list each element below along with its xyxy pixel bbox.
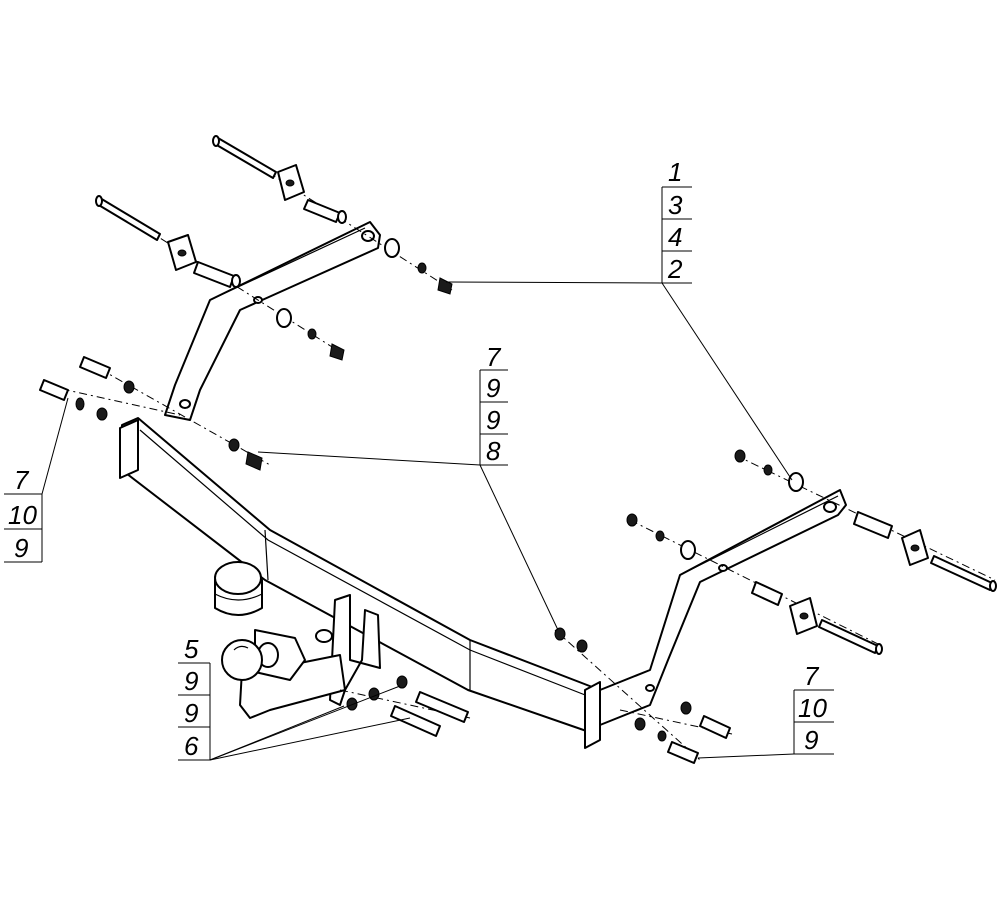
callout-center: 7 9 9 8 <box>479 342 508 466</box>
callout-label: 9 <box>14 533 28 563</box>
leader-lines <box>41 281 795 761</box>
callout-label: 3 <box>668 190 683 220</box>
callout-label: 5 <box>184 634 199 664</box>
callout-label: 9 <box>486 373 500 403</box>
callout-label: 1 <box>668 157 682 187</box>
callout-label: 9 <box>184 666 198 696</box>
left-side-bracket <box>164 221 381 421</box>
callout-label: 8 <box>486 436 501 466</box>
callout-label: 10 <box>798 693 827 723</box>
callout-bottom-left: 5 9 9 6 <box>178 634 211 761</box>
fastener-set-right <box>554 449 997 764</box>
callout-label: 9 <box>486 405 500 435</box>
callout-label: 2 <box>667 254 683 284</box>
socket-cover <box>214 561 263 616</box>
callout-label: 4 <box>668 222 682 252</box>
fastener-set-left-end <box>39 356 263 471</box>
tow-ball-assembly <box>221 594 381 719</box>
callout-bottom-right: 7 10 9 <box>793 661 834 755</box>
callout-label: 7 <box>14 465 30 495</box>
callout-label: 7 <box>486 342 502 372</box>
callout-label: 9 <box>184 698 198 728</box>
callout-label: 6 <box>184 731 199 761</box>
callout-label: 10 <box>8 500 37 530</box>
fastener-set-upper-left <box>95 135 453 361</box>
callout-left: 7 10 9 <box>4 465 43 563</box>
callout-label: 7 <box>804 661 820 691</box>
callout-label: 9 <box>804 725 818 755</box>
right-side-bracket <box>599 489 847 726</box>
fastener-set-ball-mount <box>346 675 469 737</box>
callout-top-right: 1 3 4 2 <box>661 157 692 284</box>
